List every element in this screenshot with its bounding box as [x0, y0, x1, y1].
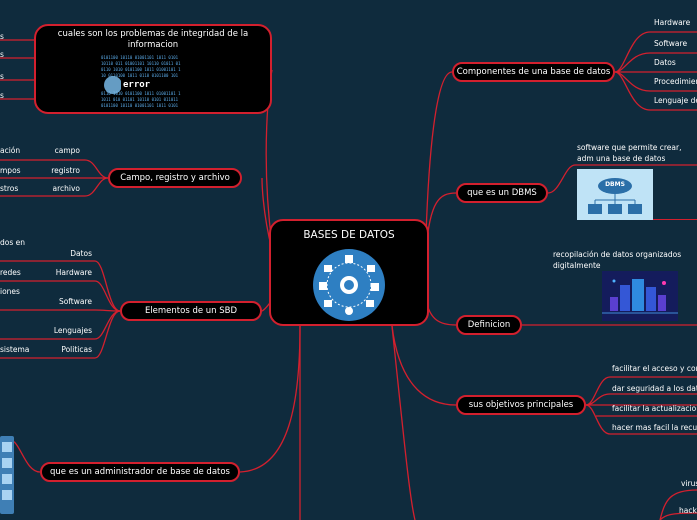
objetivo-item: dar seguridad a los dat	[612, 384, 697, 393]
error-word: error	[121, 80, 153, 90]
root-node[interactable]: BASES DE DATOS	[269, 219, 429, 326]
svg-text:1011 010 01101 10110 0101 0110: 1011 010 01101 10110 0101 011011	[101, 97, 179, 102]
problems-side-item: s	[0, 91, 4, 100]
dbms-underline	[653, 219, 697, 220]
sbd-left-item: dos en	[0, 238, 26, 247]
sbd-item: Lenguajes	[53, 326, 92, 335]
campo-item: registro	[51, 166, 80, 175]
binary-code-icon: 0101100 10110 01001101 1011 0101 10110 0…	[101, 55, 181, 108]
bottom-right-item: hack	[679, 506, 697, 515]
campo-registro-archivo-node[interactable]: Campo, registro y archivo	[108, 168, 242, 188]
sbd-left-item: redes	[0, 268, 21, 277]
svg-text:10 0110100 1011 0110 0101100 1: 10 0110100 1011 0110 0101100 101	[101, 73, 179, 78]
componentes-item: Software	[654, 39, 688, 48]
dbms-description: software que permite crear, adm una base…	[577, 143, 682, 163]
definicion-description: recopilación de datos organizados digita…	[553, 250, 682, 270]
svg-text:0110 1010 0101100 1011 0100110: 0110 1010 0101100 1011 01001101 1	[101, 67, 181, 72]
bottom-right-item: virus	[681, 479, 697, 488]
campo-left-item: ación	[0, 146, 21, 155]
svg-text:10110 011 01001101 10110 01011: 10110 011 01001101 10110 01011 01	[101, 61, 181, 66]
problems-side-item: s	[0, 72, 4, 81]
dbms-diagram-icon	[588, 178, 642, 214]
definicion-node-label: Definicion	[467, 320, 511, 330]
sbd-node-label: Elementos de un SBD	[144, 306, 238, 316]
error-image: 0101100 10110 01001101 1011 0101 10110 0…	[99, 54, 207, 110]
sbd-item: Hardware	[55, 268, 92, 277]
problems-side-item: s	[0, 32, 4, 41]
objetivo-item: facilitar la actualizacio	[612, 404, 697, 413]
objetivo-item: facilitar el acceso y con	[612, 364, 697, 373]
dbms-node[interactable]: que es un DBMS	[456, 183, 548, 203]
administrador-node[interactable]: que es un administrador de base de datos	[40, 462, 240, 482]
problems-title: cuales son los problemas de integridad d…	[57, 29, 249, 50]
componentes-node[interactable]: Componentes de una base de datos	[452, 62, 615, 82]
componentes-item: Procedimien	[654, 77, 697, 86]
definicion-node[interactable]: Definicion	[456, 315, 522, 335]
svg-text:0110 1010 0101100 1011 0100110: 0110 1010 0101100 1011 01001101 1	[101, 91, 181, 96]
sbd-item: Datos	[70, 249, 92, 258]
campo-left-item: stros	[0, 184, 19, 193]
objetivo-item: hacer mas facil la recup	[612, 423, 697, 432]
sbd-item: Software	[58, 297, 92, 306]
data-center-icon	[602, 271, 678, 321]
dbms-image: DBMS	[577, 169, 653, 220]
svg-text:0101100 10110 01001101 1011 01: 0101100 10110 01001101 1011 0101	[101, 55, 179, 60]
componentes-item: Datos	[654, 58, 676, 67]
dbms-node-label: que es un DBMS	[467, 188, 537, 198]
problems-node[interactable]: cuales son los problemas de integridad d…	[34, 24, 272, 114]
campo-left-item: mpos	[0, 166, 21, 175]
admin-node-label: que es un administrador de base de datos	[50, 467, 230, 477]
objetivos-node[interactable]: sus objetivos principales	[456, 395, 586, 415]
sbd-left-item: sistema	[0, 345, 30, 354]
campo-item: campo	[54, 146, 80, 155]
dbms-image-label: DBMS	[605, 181, 625, 188]
sbd-left-item: iones	[0, 287, 20, 296]
server-rack-icon	[0, 436, 14, 514]
sbd-item: Politicas	[61, 345, 92, 354]
elementos-sbd-node[interactable]: Elementos de un SBD	[120, 301, 262, 321]
campo-item: archivo	[52, 184, 80, 193]
digital-data-image	[602, 271, 678, 321]
database-network-icon	[313, 249, 385, 321]
root-title: BASES DE DATOS	[303, 229, 395, 241]
campo-node-label: Campo, registro y archivo	[120, 173, 230, 183]
componentes-item: Lenguaje de	[654, 96, 697, 105]
componentes-node-label: Componentes de una base de datos	[456, 67, 611, 77]
svg-text:0101100 10110 01001101 1011 01: 0101100 10110 01001101 1011 0101	[101, 103, 179, 108]
componentes-item: Hardware	[654, 18, 691, 27]
objetivos-node-label: sus objetivos principales	[468, 400, 574, 410]
problems-side-item: s	[0, 50, 4, 59]
